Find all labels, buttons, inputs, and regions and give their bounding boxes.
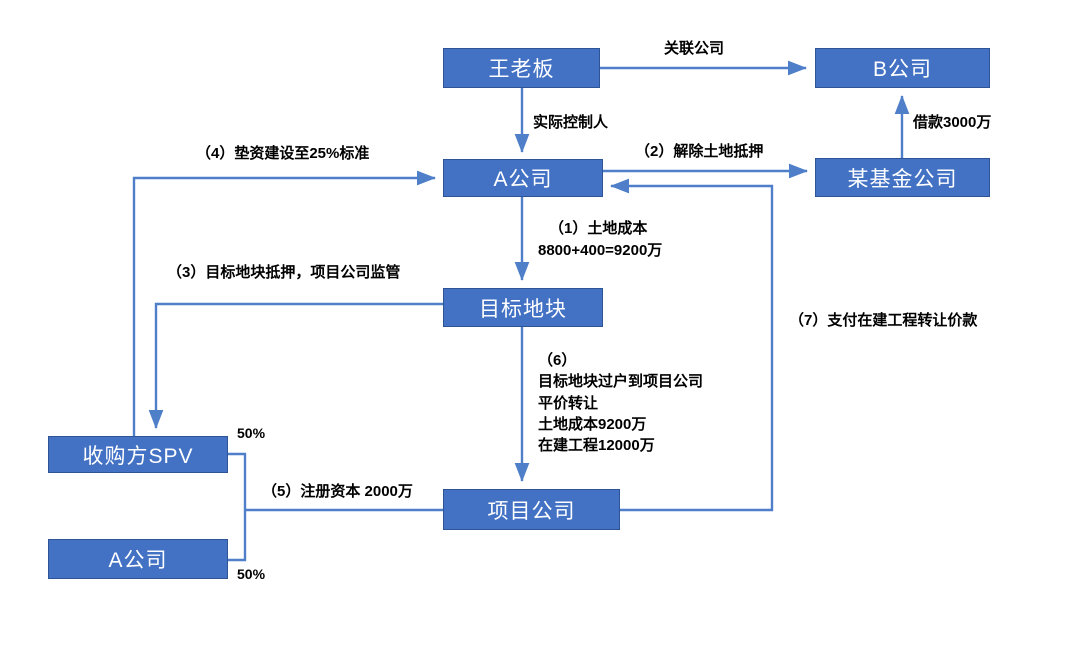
edge-label-step1-line1: （1）土地成本 xyxy=(549,220,648,237)
edge-label-step2: （2）解除土地抵押 xyxy=(635,143,764,160)
node-spv-label: 收购方SPV xyxy=(82,444,194,468)
edge-spv-to-agongsi xyxy=(132,170,436,436)
edge-mubiaodikuai-to-spv xyxy=(148,302,443,429)
edge-spv-bracket-top xyxy=(228,452,247,510)
edge-label-shiji-kongzhiren: 实际控制人 xyxy=(533,114,609,131)
node-bgongsi-label: B公司 xyxy=(872,58,932,81)
node-agongsi-label: A公司 xyxy=(493,168,553,191)
node-wanglaoban-label: 王老板 xyxy=(488,58,555,81)
node-jijingongsi-label: 某基金公司 xyxy=(847,167,958,191)
edge-label-step3: （3）目标地块抵押，项目公司监管 xyxy=(167,264,401,281)
edge-agongsi2-bracket-bottom xyxy=(228,510,247,562)
node-agongsi2[interactable]: A公司 xyxy=(48,539,228,579)
node-xiangmugongsi[interactable]: 项目公司 xyxy=(443,489,620,530)
edge-label-step4: （4）垫资建设至25%标准 xyxy=(196,145,370,162)
node-mubiaodikuai-label: 目标地块 xyxy=(479,297,567,321)
node-mubiaodikuai[interactable]: 目标地块 xyxy=(443,288,603,327)
edge-label-jiekuan-3000: 借款3000万 xyxy=(913,114,992,131)
edge-label-step6: （6） 目标地块过户到项目公司 平价转让 土地成本9200万 在建工程12000… xyxy=(538,352,704,455)
node-wanglaoban[interactable]: 王老板 xyxy=(443,48,600,88)
edge-label-pct-top: 50% xyxy=(237,425,266,441)
node-agongsi[interactable]: A公司 xyxy=(443,159,603,197)
node-jijingongsi[interactable]: 某基金公司 xyxy=(815,158,990,197)
edge-label-step5: （5）注册资本 2000万 xyxy=(262,483,413,500)
edge-label-pct-bottom: 50% xyxy=(237,566,266,582)
node-bgongsi[interactable]: B公司 xyxy=(815,48,990,88)
edge-label-step1-line2: 8800+400=9200万 xyxy=(538,242,663,259)
node-xiangmugongsi-label: 项目公司 xyxy=(487,499,576,523)
edge-label-step7: （7）支付在建工程转让价款 xyxy=(789,312,978,329)
edge-label-guanlian-gongsi: 关联公司 xyxy=(664,40,725,57)
node-spv[interactable]: 收购方SPV xyxy=(48,436,228,473)
node-agongsi2-label: A公司 xyxy=(108,549,168,572)
edge-xiangmugongsi-to-agongsi xyxy=(610,178,774,512)
